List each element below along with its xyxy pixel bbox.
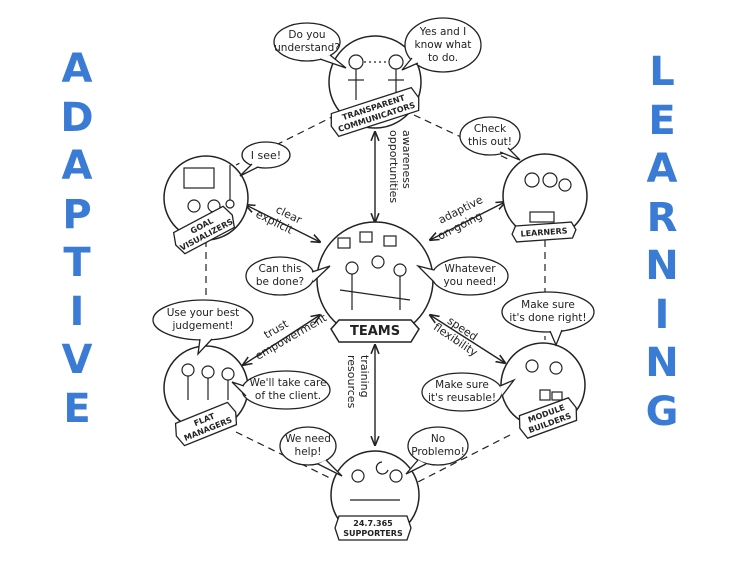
bubble-line: know what (415, 39, 472, 51)
letter: T (63, 240, 91, 286)
figures-communicators (348, 54, 404, 100)
speech-bubbles: Do you understand? Yes and I know what t… (152, 17, 595, 477)
bubble-line: Whatever (444, 263, 496, 275)
bubble-line: We need (285, 433, 331, 445)
edge-label: opportunities (387, 130, 400, 203)
bubble-line: to do. (428, 52, 458, 64)
letter: I (654, 291, 670, 338)
bubble-line: Make sure (435, 379, 489, 391)
bubble-line: No (431, 433, 445, 445)
bubble-use-your-best-judgement: Use your best judgement! (152, 299, 254, 356)
letter: E (63, 385, 91, 432)
figures-learners (524, 172, 572, 223)
banner-text: LEARNERS (520, 226, 568, 238)
dashed-line (411, 434, 511, 486)
letter: P (62, 191, 92, 238)
bubble-line: understand? (274, 42, 340, 54)
letter: N (645, 243, 679, 289)
banner-supporters: 24.7.365 SUPPORTERS (334, 515, 412, 541)
letter: G (645, 388, 679, 435)
bubble-line: Do you (288, 29, 325, 41)
letter: V (61, 337, 93, 383)
bubble-i-see: I see! (239, 141, 291, 177)
edge-label: resources (345, 355, 358, 409)
banner-managers: FLAT MANAGERS (174, 401, 238, 447)
banner-text: TEAMS (350, 324, 400, 339)
word-adaptive: A D A P T I V E (47, 45, 107, 433)
bubble-line: of the client. (255, 390, 321, 402)
arrow-connectors (243, 132, 505, 445)
bubble-can-this-be-done: Can this be done? (245, 256, 331, 296)
bubble-line: help! (295, 446, 322, 458)
bubble-line: Use your best (167, 307, 240, 319)
bubble-we-need-help: We need help! (279, 426, 343, 477)
figures-managers (181, 363, 235, 400)
arrow-line (430, 315, 505, 363)
bubble-line: you need! (443, 276, 496, 288)
bubble-line: judgement! (171, 320, 233, 332)
arrow-line (243, 315, 320, 365)
figure-sketches (181, 54, 572, 501)
letter: A (61, 143, 93, 189)
letter: I (69, 288, 85, 335)
letter: N (645, 340, 679, 386)
figures-builders (525, 359, 563, 401)
arrow-line (246, 205, 320, 242)
bubble-line: be done? (256, 276, 304, 288)
letter: D (60, 94, 94, 141)
bubble-line: Check (474, 123, 507, 135)
bubble-line: Can this (259, 263, 302, 275)
banner-text: SUPPORTERS (343, 529, 403, 538)
bubble-make-sure-done-right: Make sure it's done right! (501, 291, 595, 347)
bubble-line: it's done right! (509, 312, 586, 324)
letter: E (648, 97, 676, 144)
edge-label: training (358, 355, 371, 398)
bubble-line: We'll take care (249, 377, 326, 389)
arrow-line (430, 202, 505, 240)
word-learning: L E A R N I N G (632, 48, 692, 436)
bubble-line: it's reusable! (428, 392, 496, 404)
bubble-line: Yes and I (419, 26, 466, 38)
bubble-make-sure-reusable: Make sure it's reusable! (421, 372, 516, 412)
figures-teams (337, 231, 411, 310)
bubble-no-problemo: No Problemo! (405, 426, 469, 475)
bubble-line: I see! (251, 149, 281, 162)
banner-text: 24.7.365 (353, 519, 393, 528)
bubble-yes-and-i-know: Yes and I know what to do. (401, 17, 482, 73)
letter: L (649, 49, 675, 95)
dashed-line (235, 114, 337, 166)
bubble-check-this-out: Check this out! (459, 116, 521, 161)
bubble-do-you-understand: Do you understand? (273, 22, 347, 69)
letter: R (646, 194, 678, 241)
dashed-line (235, 431, 339, 483)
banner-learners: LEARNERS (511, 221, 577, 243)
bubble-line: Make sure (521, 299, 575, 311)
letter: A (646, 146, 678, 192)
figures-supporters (350, 461, 403, 501)
banner-teams: TEAMS (330, 319, 420, 343)
figures-visualizers (183, 165, 235, 213)
letter: A (61, 46, 93, 92)
bubble-line: Problemo! (411, 446, 465, 458)
bubble-line: this out! (468, 136, 512, 148)
edge-label: awareness (400, 130, 413, 189)
bubble-well-take-care: We'll take care of the client. (231, 370, 331, 410)
bubble-whatever-you-need: Whatever you need! (415, 256, 509, 296)
